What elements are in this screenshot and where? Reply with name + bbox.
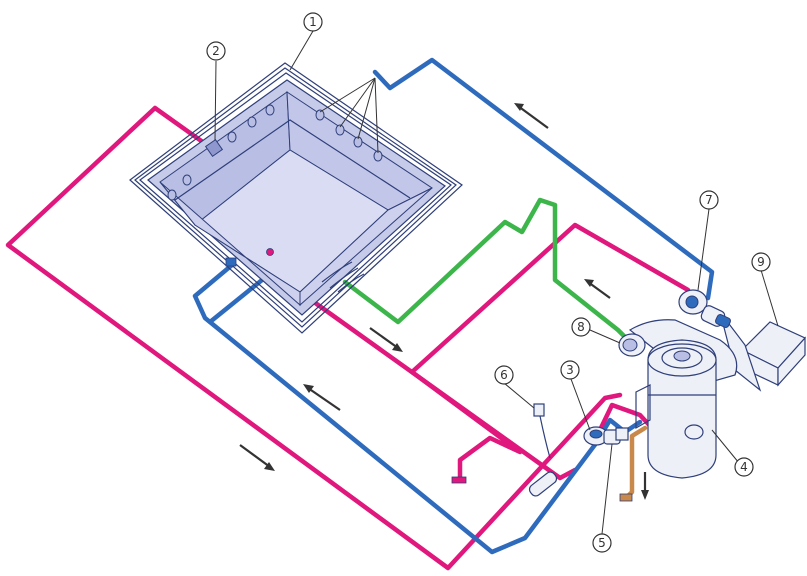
callout-5: 5 xyxy=(592,533,612,553)
heater-element xyxy=(528,471,558,497)
floor-drain-icon xyxy=(266,248,274,256)
pink-return-loop-pipe xyxy=(5,105,623,571)
jet-icon xyxy=(167,189,177,201)
jet-icon xyxy=(182,174,192,186)
pink-filter-pipe xyxy=(597,402,655,433)
drain-end-icon xyxy=(619,493,633,502)
svg-text:9: 9 xyxy=(757,255,765,269)
svg-text:4: 4 xyxy=(740,460,748,474)
callout-9: 9 xyxy=(751,252,771,272)
outlet-end-icon xyxy=(451,476,467,484)
callout-3: 3 xyxy=(560,360,580,380)
pink-outlet-branch-pipe xyxy=(409,369,523,483)
callout-7: 7 xyxy=(699,190,719,210)
pink-upper-branch-pipe xyxy=(409,222,691,375)
flow-arrow-mid-right xyxy=(369,327,403,352)
callout-6: 6 xyxy=(494,365,514,385)
skimmer-icon xyxy=(204,138,224,158)
tub-rim-2 xyxy=(134,67,457,328)
orange-drain-pipe xyxy=(623,425,648,501)
control-box xyxy=(719,311,806,392)
flow-arrow-down xyxy=(641,472,649,500)
tub-seat-ledge xyxy=(174,119,411,201)
blue-jet-supply-pipe xyxy=(372,57,715,301)
callout-8: 8 xyxy=(571,317,591,337)
callout-2: 2 xyxy=(206,41,226,61)
air-blower xyxy=(618,333,646,357)
jet-icon xyxy=(335,124,345,136)
jet-icon xyxy=(315,109,325,121)
spa-tub xyxy=(129,62,463,334)
flow-arrow-right xyxy=(584,279,611,299)
sand-filter xyxy=(635,339,717,479)
callouts: 1 2 3 4 5 6 7 8 xyxy=(206,12,771,553)
callout-leaders xyxy=(214,30,779,535)
orange-pipe-network xyxy=(623,425,648,501)
jet-icon xyxy=(353,136,363,148)
tub-rim-outer xyxy=(129,62,463,334)
svg-text:5: 5 xyxy=(598,536,606,550)
jet-icon xyxy=(227,131,237,143)
svg-text:2: 2 xyxy=(212,44,220,58)
tub-rim-3 xyxy=(139,72,452,323)
green-pipe-network xyxy=(342,197,631,343)
svg-text:1: 1 xyxy=(309,15,317,29)
jet-icon xyxy=(265,104,275,116)
pipe-fittings xyxy=(615,427,629,441)
multiport-valve xyxy=(583,426,621,446)
jet-manifold-lines xyxy=(319,77,379,154)
green-air-pipe xyxy=(342,197,631,343)
suction-port-icon xyxy=(225,257,237,267)
wall-jets xyxy=(167,104,383,201)
blue-suction-pipe xyxy=(192,262,603,555)
callout-1: 1 xyxy=(303,12,323,32)
svg-text:3: 3 xyxy=(566,363,574,377)
svg-text:7: 7 xyxy=(705,193,713,207)
flow-arrow-mid-left xyxy=(303,384,341,411)
blue-suction-pipe-2 xyxy=(207,277,265,325)
jet-pump xyxy=(678,289,731,329)
blue-pipe-network xyxy=(192,57,715,555)
air-channel xyxy=(321,261,365,293)
svg-text:8: 8 xyxy=(577,320,585,334)
flow-arrow-bottom-left xyxy=(239,444,275,471)
jet-icon xyxy=(247,116,257,128)
callout-4: 4 xyxy=(734,457,754,477)
svg-text:6: 6 xyxy=(500,368,508,382)
outlet-fitting xyxy=(533,403,551,459)
flow-arrow-top xyxy=(514,103,549,129)
flow-arrows xyxy=(239,103,649,500)
